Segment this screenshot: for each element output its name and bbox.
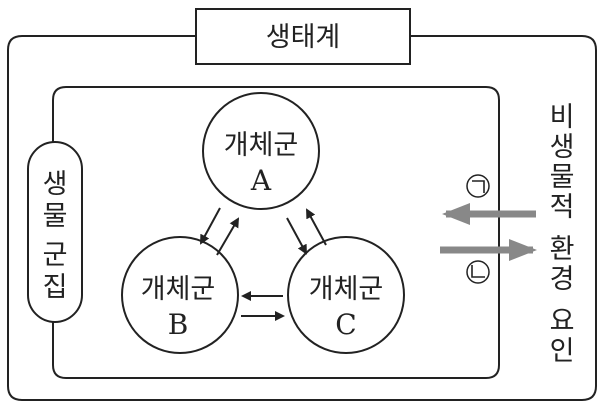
arrow-b-to-a [216, 217, 240, 256]
abiotic-char: 경 [550, 264, 575, 295]
community-char: 집 [43, 272, 68, 303]
giyeok-glyph [472, 180, 485, 193]
abiotic-char: 비 [550, 102, 575, 133]
population-a-label: 개체군 [224, 130, 299, 161]
community-char: 생 [43, 169, 68, 200]
community-label-box [27, 141, 83, 323]
arrow-a-to-b [200, 207, 221, 245]
arrow-a-to-c [286, 217, 307, 255]
population-c-circle [287, 236, 405, 354]
community-char: 물 [43, 201, 68, 232]
population-b-circle [121, 236, 239, 354]
marker-circle-b [466, 260, 490, 284]
title-box [195, 8, 411, 65]
population-a-id: A [250, 164, 272, 197]
community-char: 군 [43, 240, 68, 271]
abiotic-factors-label: 비 생 물 적 환 경 요 인 [550, 102, 575, 367]
arrow-c-to-a [306, 208, 327, 246]
abiotic-char: 인 [550, 336, 575, 367]
population-b-id: B [168, 308, 189, 341]
abiotic-char: 요 [550, 306, 575, 337]
abiotic-char: 물 [550, 162, 575, 193]
population-c-label: 개체군 [309, 274, 384, 305]
abiotic-char: 적 [550, 192, 575, 223]
abiotic-char: 생 [550, 132, 575, 163]
abiotic-char: 환 [550, 234, 575, 265]
population-c-id: C [335, 308, 356, 341]
population-b-label: 개체군 [141, 274, 216, 305]
community-boundary [52, 86, 500, 379]
nieun-glyph [471, 265, 485, 278]
marker-circle-a [466, 174, 490, 198]
ecosystem-boundary [7, 35, 597, 401]
title-text: 생태계 [266, 22, 341, 53]
population-a-circle [202, 92, 320, 210]
